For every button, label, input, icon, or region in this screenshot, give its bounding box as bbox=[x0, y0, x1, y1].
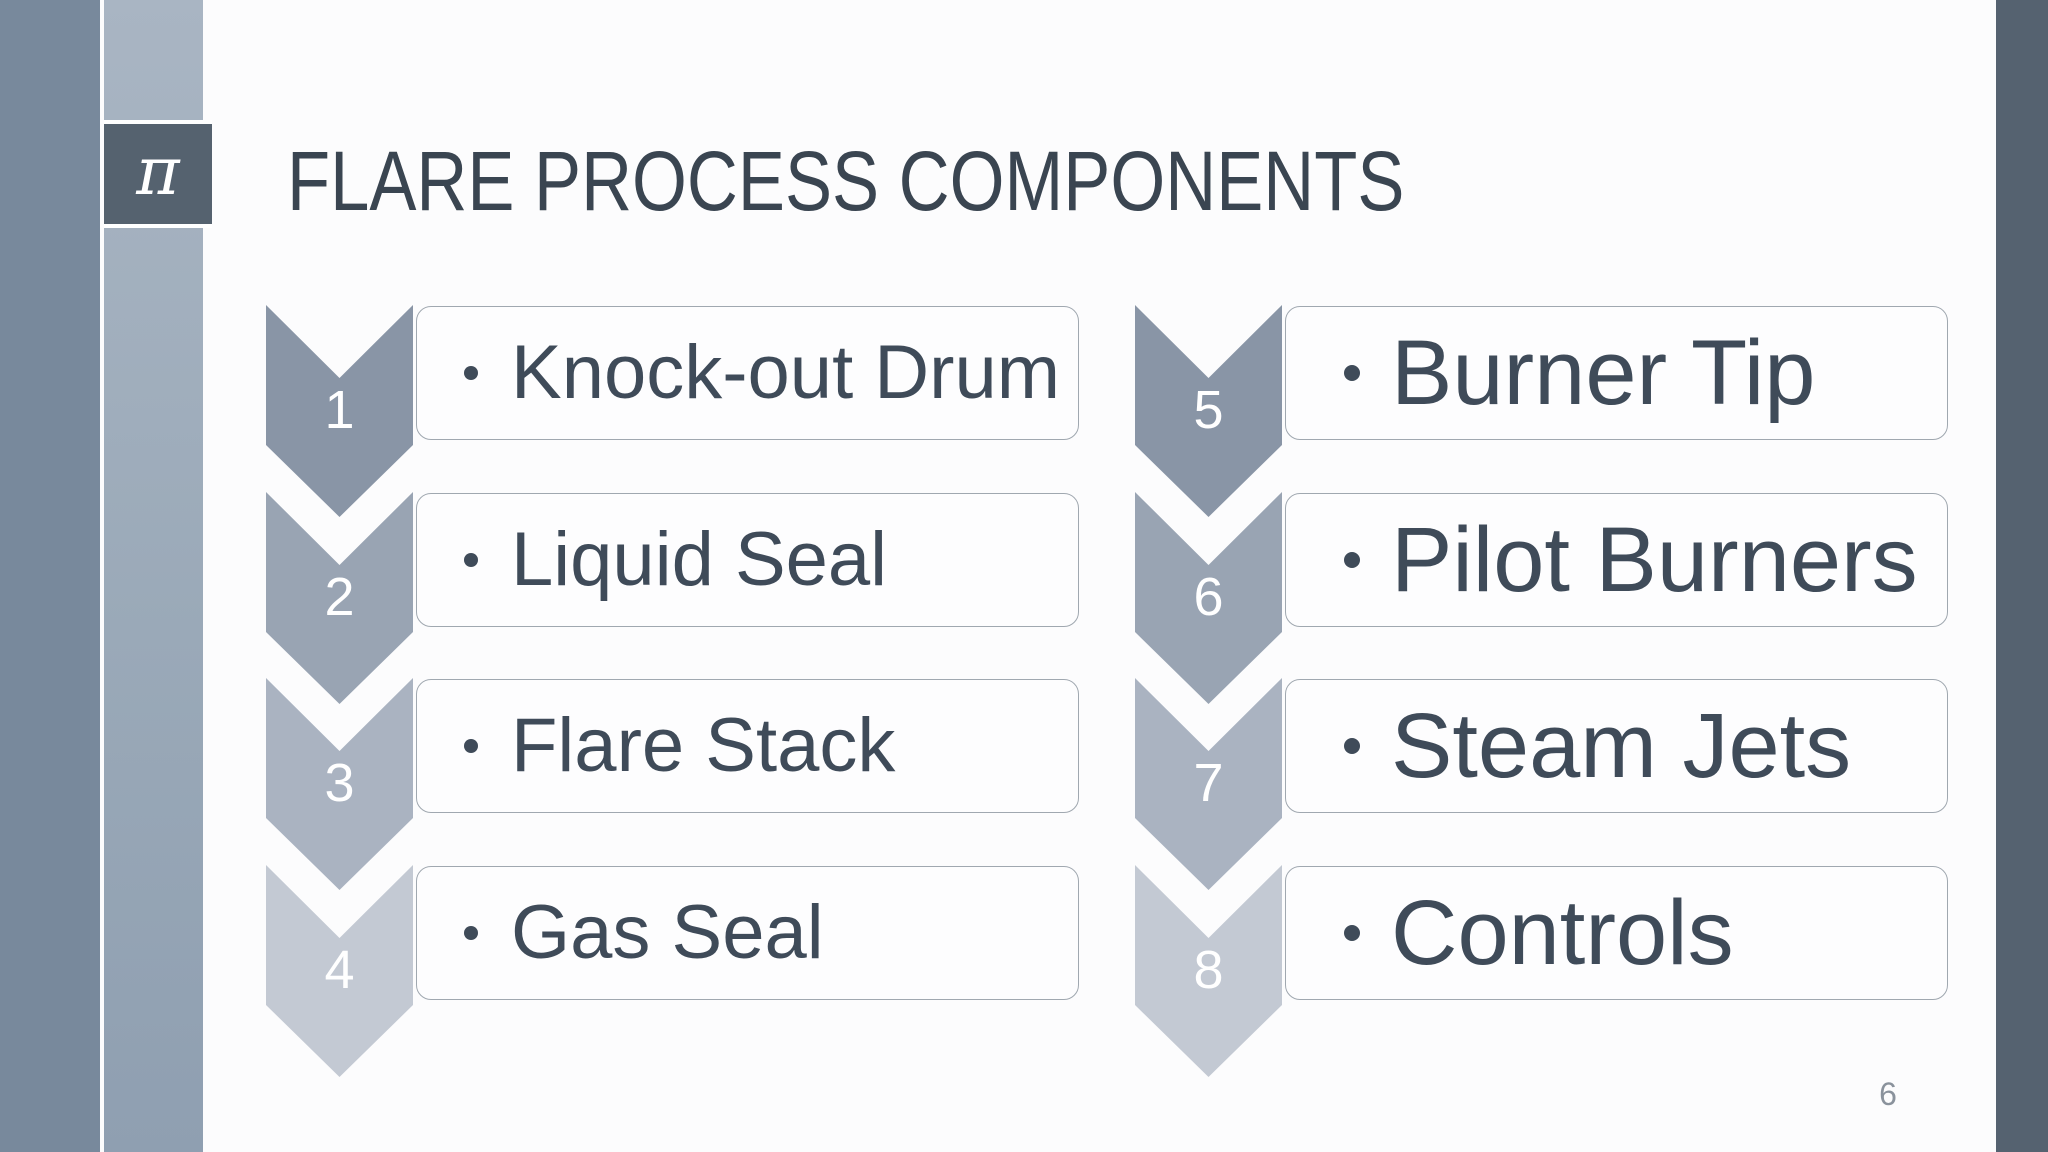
chevron-5-number: 5 bbox=[1193, 380, 1224, 440]
slide-number: 6 bbox=[1879, 1076, 1897, 1112]
item-label-5: Burner Tip bbox=[1391, 322, 1816, 424]
right-edge-stripe bbox=[1996, 0, 2048, 1152]
bullet-icon bbox=[464, 553, 478, 567]
pi-logo: π bbox=[104, 120, 212, 228]
bullet-icon bbox=[464, 926, 478, 940]
item-label-6: Pilot Burners bbox=[1391, 509, 1918, 611]
chevron-5-shape bbox=[1135, 305, 1282, 517]
chevron-2-shape bbox=[266, 492, 413, 704]
chevron-2-number: 2 bbox=[324, 567, 355, 627]
item-box-8: Controls bbox=[1285, 866, 1948, 1000]
item-box-5: Burner Tip bbox=[1285, 306, 1948, 440]
item-label-4: Gas Seal bbox=[511, 890, 824, 975]
chevron-6-shape bbox=[1135, 492, 1282, 704]
item-label-8: Controls bbox=[1391, 882, 1734, 984]
item-box-3: Flare Stack bbox=[416, 679, 1079, 813]
bullet-icon bbox=[1344, 365, 1360, 381]
item-box-1: Knock-out Drum bbox=[416, 306, 1079, 440]
bullet-icon bbox=[464, 366, 478, 380]
item-label-3: Flare Stack bbox=[511, 703, 896, 788]
slide-title: FLARE PROCESS COMPONENTS bbox=[287, 134, 1405, 228]
chevron-8-number: 8 bbox=[1193, 940, 1224, 1000]
bullet-icon bbox=[464, 739, 478, 753]
item-label-1: Knock-out Drum bbox=[511, 330, 1061, 415]
item-box-2: Liquid Seal bbox=[416, 493, 1079, 627]
bullet-icon bbox=[1344, 552, 1360, 568]
item-box-4: Gas Seal bbox=[416, 866, 1079, 1000]
bullet-icon bbox=[1344, 738, 1360, 754]
chevron-4-number: 4 bbox=[324, 940, 355, 1000]
chevron-6-number: 6 bbox=[1193, 567, 1224, 627]
chevron-8-shape bbox=[1135, 865, 1282, 1077]
chevron-4-shape bbox=[266, 865, 413, 1077]
chevron-3-number: 3 bbox=[324, 753, 355, 813]
chevron-7-number: 7 bbox=[1193, 753, 1224, 813]
pi-logo-glyph: π bbox=[136, 133, 180, 210]
item-label-7: Steam Jets bbox=[1391, 695, 1852, 797]
item-box-6: Pilot Burners bbox=[1285, 493, 1948, 627]
chevron-1-number: 1 bbox=[324, 380, 355, 440]
sidebar-outer-stripe bbox=[0, 0, 100, 1152]
item-label-2: Liquid Seal bbox=[511, 517, 888, 602]
chevron-7-shape bbox=[1135, 678, 1282, 890]
item-box-7: Steam Jets bbox=[1285, 679, 1948, 813]
chevron-3-shape bbox=[266, 678, 413, 890]
bullet-icon bbox=[1344, 925, 1360, 941]
chevron-1-shape bbox=[266, 305, 413, 517]
